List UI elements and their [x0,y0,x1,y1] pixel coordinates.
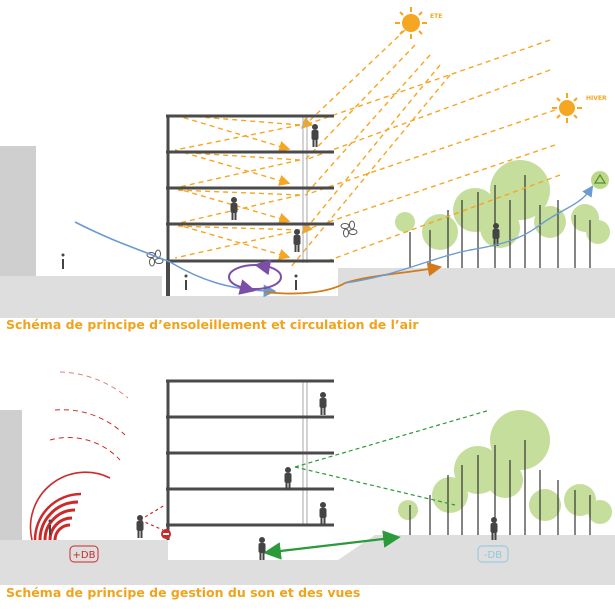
person-icon [293,229,301,252]
fresh-air-flow [344,185,594,284]
ground [0,268,615,318]
info-pin-icon [185,280,187,290]
winter-sun-label: HIVER [586,95,607,102]
neighbour-building [0,146,36,276]
person-icon [319,392,327,415]
fan-icon [340,220,358,238]
tree-icon [480,208,520,248]
person-icon [230,197,238,220]
person-icon [490,517,498,540]
person-icon [284,467,292,490]
view-lines [294,409,491,506]
sound-waves [29,371,129,541]
sun-winter-icon [552,93,582,123]
no-entry-icon [161,529,171,539]
person-icon [311,124,319,147]
tree-icon [564,484,596,516]
tree-icon [586,220,610,244]
sound-diagram: +DB -DB [0,371,615,585]
ground [0,535,615,585]
tree-icon [395,212,415,232]
building [166,379,334,540]
ground-view-arrow [263,530,401,560]
sun-diagram: ETE HIVER [0,7,615,318]
tree-icon [588,500,612,524]
neighbour-building [0,410,22,540]
info-pin-icon [295,280,297,290]
person-icon [319,502,327,525]
minus-db-label: -DB [484,550,502,561]
person-icon [258,537,266,560]
cool-air-flow [74,221,277,298]
tree-icon [490,410,550,470]
tree-group [395,160,610,250]
minus-db-badge [477,545,509,563]
plus-db-badge [69,545,99,563]
summer-sun-label: ETE [430,13,442,20]
tree-icon [490,160,550,220]
sun-air-caption: Schéma de principe d’ensoleillement et c… [6,317,419,332]
tree-icon [432,477,468,513]
recycle-icon [591,171,609,189]
building [166,114,334,296]
info-pin-icon [49,525,51,535]
person-icon [492,223,500,246]
tree-icon [529,489,561,521]
plus-db-label: +DB [73,550,96,561]
sun-summer-icon [395,7,427,39]
air-loop [228,264,282,290]
tree-icon [534,206,566,238]
info-pin-icon [62,259,64,269]
sound-views-caption: Schéma de principe de gestion du son et … [6,585,361,600]
tree-icon [398,500,418,520]
tree-icon [487,462,523,498]
person-icon [136,515,144,538]
